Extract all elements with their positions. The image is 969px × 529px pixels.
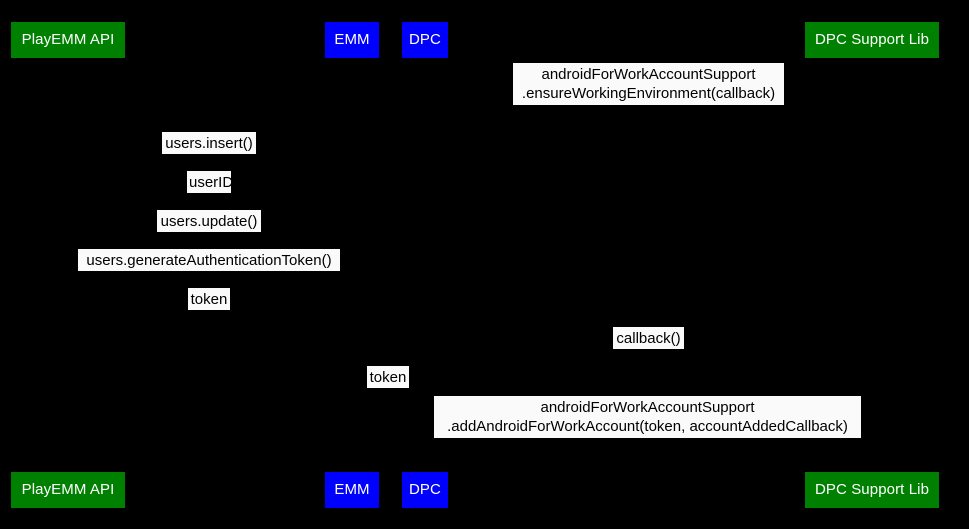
- message-token-lower[interactable]: token: [367, 366, 409, 388]
- participant-label: EMM: [334, 480, 370, 498]
- message-add-android-for-work-account[interactable]: androidForWorkAccountSupport .addAndroid…: [434, 396, 861, 438]
- participant-dpc-top[interactable]: DPC: [402, 22, 448, 58]
- message-user-id[interactable]: userID: [187, 171, 234, 193]
- message-line-1: callback(): [616, 329, 681, 347]
- message-users-generate-authentication-token[interactable]: users.generateAuthenticationToken(): [78, 249, 340, 271]
- message-line-1: users.update(): [160, 212, 258, 230]
- participant-dpc-bottom[interactable]: DPC: [402, 472, 448, 508]
- message-line-1: token: [369, 368, 407, 386]
- message-callback[interactable]: callback(): [613, 327, 684, 349]
- participant-dpc-support-lib-bottom[interactable]: DPC Support Lib: [805, 472, 939, 508]
- participant-playemm-api-bottom[interactable]: PlayEMM API: [11, 472, 125, 508]
- participant-label: EMM: [334, 30, 370, 48]
- message-users-insert[interactable]: users.insert(): [162, 132, 256, 154]
- message-users-update[interactable]: users.update(): [157, 210, 261, 232]
- participant-label: DPC Support Lib: [814, 30, 930, 48]
- message-line-1: token: [190, 290, 228, 308]
- message-line-1: users.insert(): [165, 134, 253, 152]
- message-line-1: users.generateAuthenticationToken(): [86, 251, 332, 269]
- message-line-2: .addAndroidForWorkAccount(token, account…: [447, 418, 848, 435]
- message-line-1: userID: [189, 173, 234, 191]
- participant-playemm-api-top[interactable]: PlayEMM API: [11, 22, 125, 58]
- message-line-2: .ensureWorkingEnvironment(callback): [521, 85, 776, 102]
- message-token-upper[interactable]: token: [188, 288, 230, 310]
- participant-label: PlayEMM API: [21, 30, 115, 48]
- message-line-1: androidForWorkAccountSupport: [540, 399, 755, 416]
- participant-dpc-support-lib-top[interactable]: DPC Support Lib: [805, 22, 939, 58]
- message-ensure-working-environment[interactable]: androidForWorkAccountSupport .ensureWork…: [513, 63, 784, 105]
- participant-emm-bottom[interactable]: EMM: [325, 472, 379, 508]
- participant-label: DPC: [409, 30, 441, 48]
- participant-emm-top[interactable]: EMM: [325, 22, 379, 58]
- participant-label: DPC: [409, 480, 441, 498]
- participant-label: DPC Support Lib: [814, 480, 930, 498]
- message-line-1: androidForWorkAccountSupport: [541, 66, 756, 83]
- participant-label: PlayEMM API: [21, 480, 115, 498]
